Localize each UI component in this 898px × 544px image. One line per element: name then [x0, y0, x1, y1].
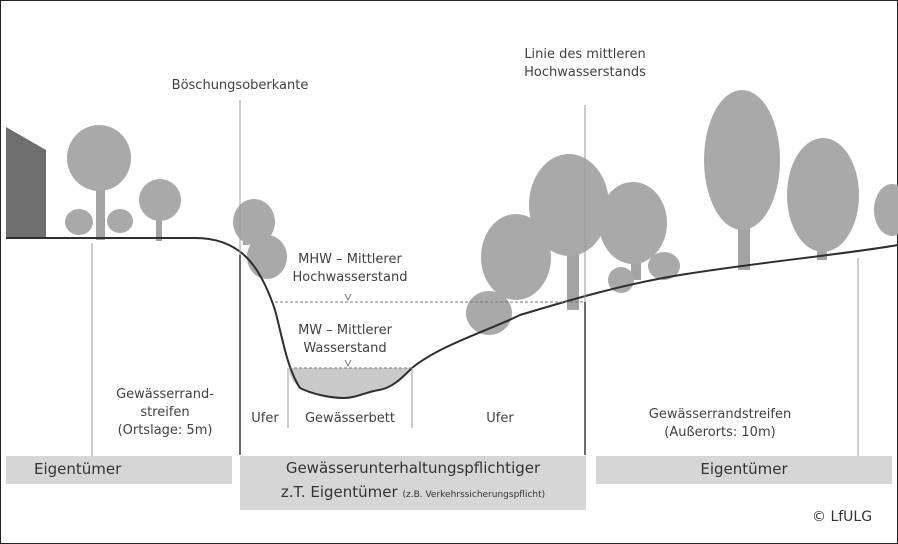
label-boeschungsoberkante: Böschungsoberkante — [171, 78, 309, 93]
label-left-strip-line2: streifen — [140, 405, 190, 420]
tree — [648, 252, 680, 280]
label-left-strip-line1: Gewässerrand- — [116, 387, 214, 402]
tree — [65, 209, 93, 235]
water-level-lines — [275, 301, 585, 369]
water-body — [289, 368, 412, 398]
label-gewaesserbett: Gewässerbett — [304, 411, 395, 426]
tree — [139, 179, 181, 221]
tree — [704, 90, 780, 230]
label-mw: MW – Mittlerer Wasserstand — [290, 322, 400, 358]
bar-middle — [240, 456, 586, 510]
tree — [874, 184, 898, 236]
label-right-strip: Gewässerrandstreifen (Außerorts: 10m) — [630, 406, 810, 442]
guide-lines — [91, 100, 859, 456]
bar-middle-line2: z.T. Eigentümer (z.B. Verkehrssicherungs… — [240, 483, 586, 501]
label-mw-line2: Wasserstand — [303, 341, 387, 356]
bar-left-label: Eigentümer — [34, 460, 122, 478]
bar-middle-note: (z.B. Verkehrssicherungspflicht) — [402, 490, 546, 500]
bar-left — [6, 456, 232, 484]
house-shape — [6, 127, 46, 238]
label-linie-line1: Linie des mittleren — [524, 47, 646, 62]
mw-arrow — [344, 359, 352, 368]
bar-right — [596, 456, 892, 484]
label-ufer-left: Ufer — [251, 411, 279, 426]
copyright: © LfULG — [812, 509, 873, 525]
label-mhw-line1: MHW – Mittlerer — [298, 252, 402, 267]
label-right-strip-line2: (Außerorts: 10m) — [664, 425, 776, 440]
label-right-strip-line1: Gewässerrandstreifen — [648, 407, 792, 422]
bar-right-label: Eigentümer — [700, 460, 788, 478]
bar-middle-owner: z.T. Eigentümer — [280, 483, 398, 501]
label-ufer-right: Ufer — [486, 411, 514, 426]
label-left-strip: Gewässerrand- streifen (Ortslage: 5m) — [100, 386, 230, 440]
bar-middle-line1: Gewässerunterhaltungspflichtiger — [285, 459, 541, 477]
tree — [67, 125, 131, 191]
ground-profile — [6, 237, 898, 400]
label-linie-mhw: Linie des mittleren Hochwasserstands — [500, 46, 670, 82]
mhw-arrow — [344, 293, 352, 302]
label-linie-line2: Hochwasserstands — [524, 65, 646, 80]
tree — [529, 154, 609, 256]
tree — [247, 235, 287, 279]
label-left-strip-line3: (Ortslage: 5m) — [117, 423, 213, 438]
tree — [599, 182, 667, 264]
tree — [481, 214, 551, 300]
boundary-lines — [239, 255, 586, 455]
label-mhw: MHW – Mittlerer Hochwasserstand — [290, 251, 410, 287]
tree — [608, 267, 634, 293]
label-mw-line1: MW – Mittlerer — [298, 323, 392, 338]
tree — [787, 138, 859, 252]
tree — [233, 199, 275, 245]
label-mhw-line2: Hochwasserstand — [292, 270, 408, 285]
tree — [107, 209, 133, 233]
trees — [65, 90, 898, 335]
